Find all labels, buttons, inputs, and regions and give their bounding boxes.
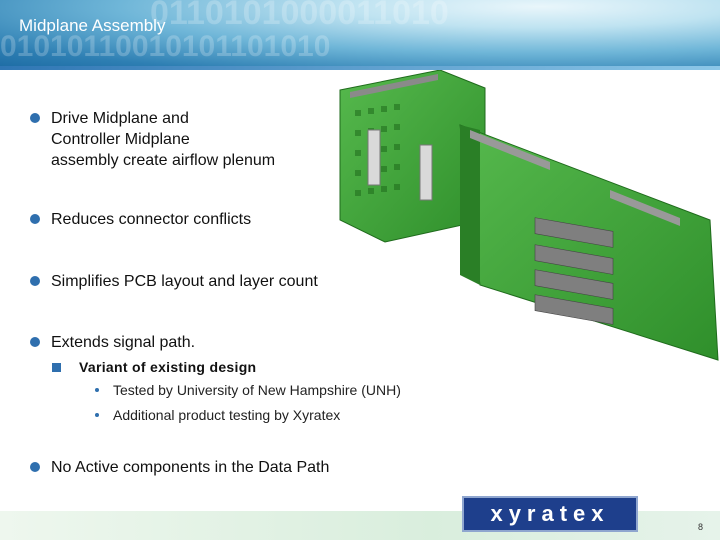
bullet-dot (30, 462, 40, 472)
connector (534, 244, 614, 275)
page-number: 8 (698, 522, 704, 532)
bullet-text: Simplifies PCB layout and layer count (51, 273, 318, 290)
sub-bullet-square (52, 363, 61, 372)
connector (367, 129, 381, 186)
connector (610, 190, 680, 226)
connector (350, 74, 438, 98)
connector (419, 144, 433, 201)
binary-decoration: 0110101000011010 (150, 0, 449, 32)
sub-sub-bullet-dot (95, 388, 99, 392)
sub-sub-bullet-dot (95, 413, 99, 417)
bullet-dot (30, 337, 40, 347)
drive-midplane-board-edge (460, 125, 480, 285)
bullet-dot (30, 113, 40, 123)
bullet-text: assembly create airflow plenum (51, 152, 276, 169)
bullet-text: Reduces connector conflicts (51, 211, 252, 228)
bullet-text: Extends signal path. (51, 334, 196, 351)
connector (470, 130, 550, 170)
sub-sub-bullet-text: Additional product testing by Xyratex (113, 407, 341, 423)
midplane-assembly-image (339, 70, 719, 361)
header-banner: 0110101000011010 01010110010101101010 Mi… (0, 0, 720, 66)
bullet-text: Controller Midplane (51, 131, 190, 148)
bullet-text: Drive Midplane and (51, 110, 189, 127)
logo-text: xyratex (490, 501, 610, 526)
bullet-text: No Active components in the Data Path (51, 459, 330, 476)
page-title: Midplane Assembly (19, 16, 166, 35)
sub-sub-bullet-text: Tested by University of New Hampshire (U… (113, 382, 401, 398)
binary-decoration: 01010110010101101010 (0, 30, 331, 63)
xyratex-logo: xyratex (462, 496, 638, 532)
connector (534, 294, 614, 325)
bullet-dot (30, 276, 40, 286)
bullet-dot (30, 214, 40, 224)
connector (534, 217, 614, 248)
sub-bullet-text: Variant of existing design (79, 359, 257, 375)
connector (534, 269, 614, 300)
header-divider (0, 66, 720, 70)
